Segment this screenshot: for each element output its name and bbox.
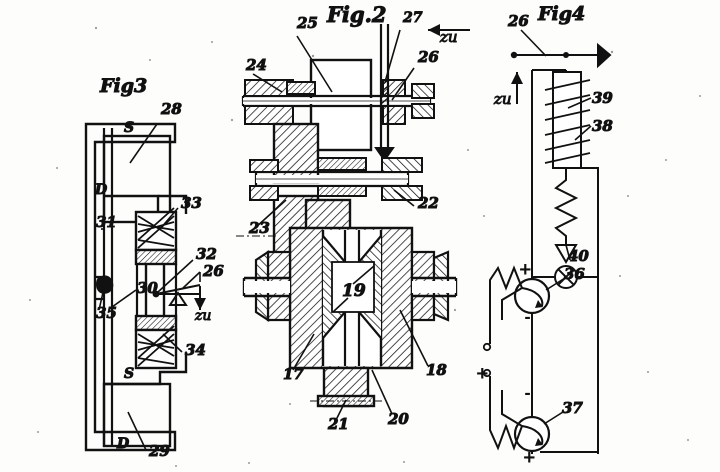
fig2-ref-25: 25: [296, 14, 318, 32]
fig3-ref-26: 26: [202, 262, 224, 280]
fig2-mid-left-block: [249, 159, 279, 201]
fig3-pivot-triangle: [168, 291, 188, 306]
fig3-outer-duct: [84, 122, 177, 452]
fig2-right-shaft-core: [412, 281, 456, 293]
fig3-ref-31: 31: [96, 213, 117, 231]
fig3-lever-arms: [155, 284, 201, 295]
fig4-caption: Fig4: [537, 3, 585, 25]
fig3-caption: Fig3: [99, 75, 147, 97]
fig4-ref-38: 38: [592, 117, 613, 135]
fig3-mark-d-bottom: D: [116, 436, 130, 452]
fig4-left-bus: [531, 69, 566, 454]
fig4-leader-lines: [520, 29, 592, 425]
fig4-resistor-zigzag: [553, 168, 579, 245]
fig4-terminal-dot: [510, 51, 518, 59]
fig4-sign-plus-terminal: +: [476, 364, 489, 382]
fig2-ref-20: 20: [387, 410, 409, 428]
fig4-open-terminal-upper: [482, 342, 492, 352]
fig2-ref-22: 22: [417, 194, 439, 212]
fig2-mid-right-block-22: [317, 157, 423, 201]
fig4-junction-dot-top: [563, 52, 569, 58]
fig3-ref-34: 34: [185, 341, 206, 359]
fig3-ref-33: 33: [181, 194, 202, 212]
fig4-zu-label: zu: [493, 90, 512, 108]
fig3-ref-30: 30: [137, 279, 158, 297]
fig3-ref-29: 29: [148, 442, 170, 460]
fig4-sign-minus-upper: -: [525, 308, 530, 326]
fig2-caption: Fig.2: [326, 2, 387, 27]
fig4-sign-plus-lower: +: [523, 448, 536, 466]
fig3-mark-s-bottom: S: [124, 366, 134, 382]
fig2-ref-23: 23: [248, 219, 270, 237]
fig3-seal-blob: [96, 275, 114, 294]
fig3-mark-s-top: S: [124, 120, 134, 136]
fig2-ref-27: 27: [402, 10, 423, 26]
fig2-ref-24: 24: [245, 56, 267, 74]
fig3-ref-32: 32: [196, 245, 217, 263]
fig3-valve-stem: [144, 264, 166, 318]
fig2-ref-19: 19: [342, 281, 366, 301]
fig4-ref-37: 37: [562, 399, 583, 417]
fig4-ref-39: 39: [592, 89, 613, 107]
fig3-ref-28: 28: [160, 100, 182, 118]
fig4-left-resistor-upper: [489, 265, 524, 320]
fig3-left-pocket: [95, 275, 104, 301]
figure-fig3: Fig3 28 31 33 32 26 30 35 34 29 S D S D …: [84, 75, 225, 461]
fig2-left-shaft-core: [244, 281, 290, 293]
fig3-mark-d-top: D: [94, 182, 108, 198]
fig4-coil-windings-38: [544, 79, 591, 164]
figure-fig4: Fig4 26 39 38 40 36 37 zu + - - + +: [476, 3, 614, 467]
fig2-zu-label: zu: [439, 28, 458, 46]
fig4-right-branch: [581, 167, 599, 454]
fig4-open-terminal-lower: [482, 368, 492, 378]
fig2-leader-lines: [252, 29, 429, 421]
fig4-sign-plus-upper: +: [519, 260, 532, 278]
fig2-left-bearing-24: [244, 79, 316, 125]
fig3-leader-lines: [98, 123, 201, 451]
paper-speckles: [29, 26, 701, 467]
fig3-upper-spring-coil: [137, 207, 175, 249]
fig3-zu-label: zu: [194, 308, 211, 324]
fig2-ref-21: 21: [327, 415, 349, 433]
fig4-left-resistor-lower: [489, 378, 524, 451]
fig4-ref-26: 26: [507, 12, 529, 30]
fig3-ref-35: 35: [96, 304, 117, 322]
fig3-bottom-chamber: [102, 352, 188, 448]
fig4-ref-36: 36: [564, 265, 585, 283]
fig4-ref-40: 40: [568, 247, 589, 265]
fig2-label-plate-19: [331, 261, 375, 313]
fig2-ref-18: 18: [426, 361, 447, 379]
fig3-lower-spring-coil: [137, 325, 175, 367]
fig4-motor-36: [513, 277, 551, 315]
fig4-motor-37: [513, 415, 551, 453]
fig2-rod-spring: [380, 79, 389, 105]
fig2-ref-17: 17: [283, 365, 304, 383]
fig4-sign-minus-lower: -: [525, 384, 530, 402]
figure-fig2: Fig.2 25 27 26 24 22 23 19 17 18 21 20 z…: [236, 2, 470, 434]
fig2-ref-26: 26: [417, 48, 439, 66]
fig4-horn-icon: [597, 42, 612, 69]
fig3-top-chamber-port: [158, 194, 188, 214]
